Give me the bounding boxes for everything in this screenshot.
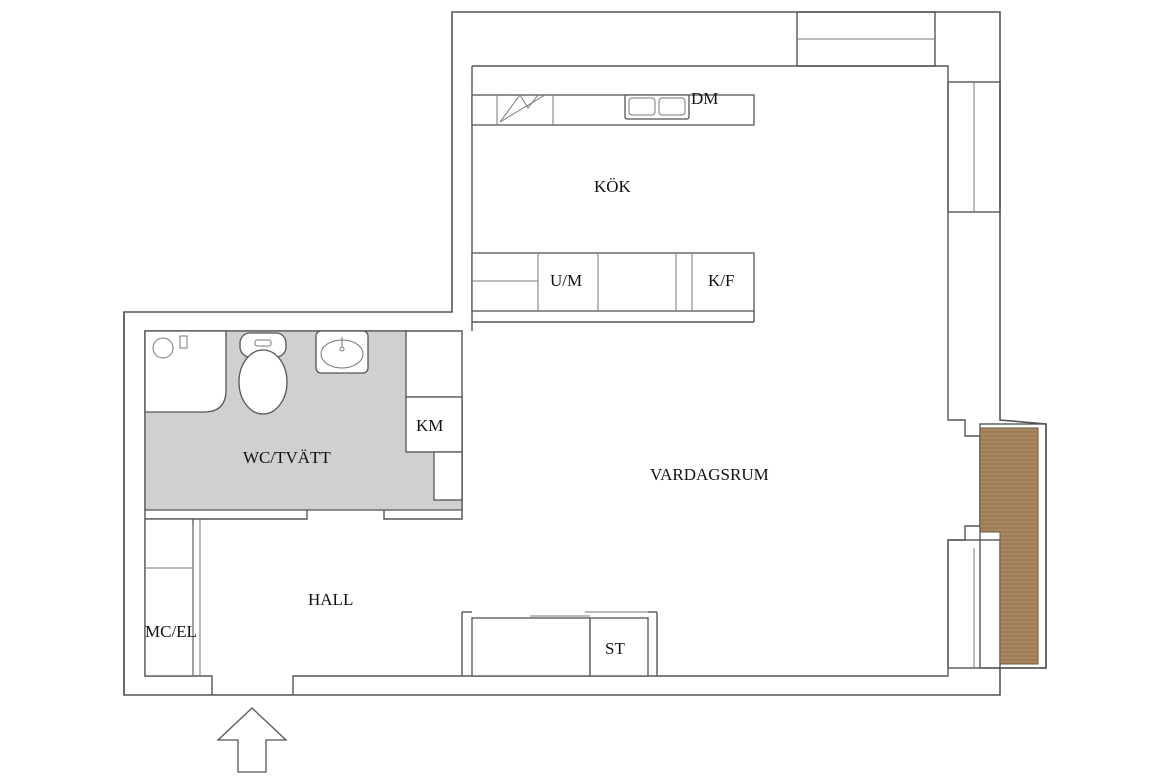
label-storage: ST xyxy=(605,639,625,658)
label-hall: HALL xyxy=(308,590,353,609)
basin-icon xyxy=(315,330,369,374)
label-wc-laundry: WC/TVÄTT xyxy=(243,448,331,467)
label-media-electric: MC/EL xyxy=(145,622,197,641)
label-kitchen: KÖK xyxy=(594,177,632,196)
kitchen-counter-bottom xyxy=(471,252,755,312)
toilet-icon xyxy=(238,332,288,415)
balcony-frame xyxy=(979,423,1047,669)
media-electric-cabinet xyxy=(144,518,194,677)
shower-icon xyxy=(144,330,227,413)
kitchen-counter-top xyxy=(471,94,755,126)
arrow-up-icon xyxy=(216,707,288,773)
label-living-room: VARDAGSRUM xyxy=(650,465,769,484)
washing-machine-cabinet xyxy=(405,396,463,453)
label-oven-microwave: U/M xyxy=(550,271,582,290)
washing-machine-side xyxy=(433,451,463,501)
shower-drain xyxy=(152,337,174,359)
storage-cabinet xyxy=(471,617,591,677)
label-fridge-freezer: K/F xyxy=(708,271,734,290)
label-washing-machine: KM xyxy=(416,416,443,435)
balcony-deck xyxy=(979,427,1039,665)
label-dishwasher: DM xyxy=(691,89,718,108)
sink-icon xyxy=(624,94,690,120)
storage-st xyxy=(589,617,649,677)
balcony-deck-planks xyxy=(981,431,1037,661)
shower-valve xyxy=(179,335,188,349)
stove-icon xyxy=(499,94,546,123)
